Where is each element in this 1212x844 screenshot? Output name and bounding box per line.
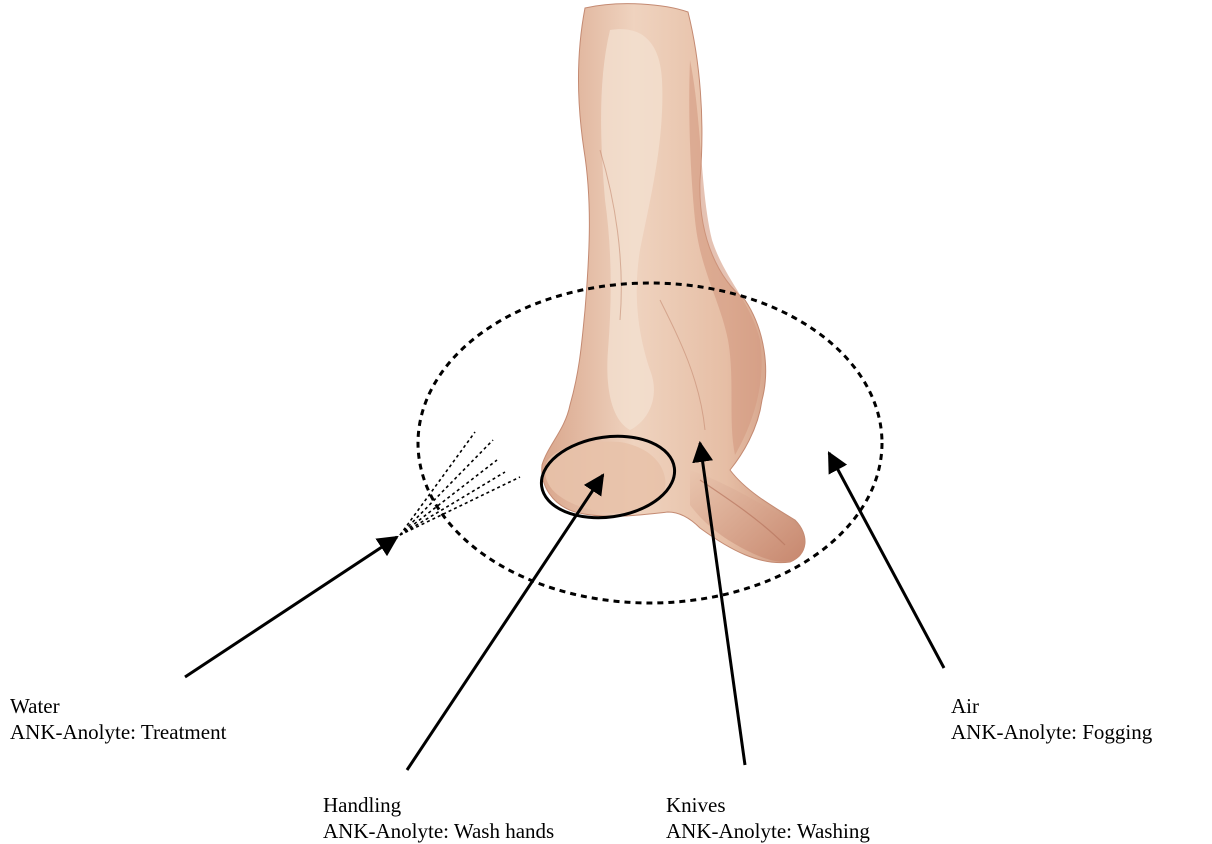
spray-line: [400, 432, 475, 535]
air-arrow: [829, 453, 944, 668]
handling-label-detail: ANK-Anolyte: Wash hands: [323, 818, 554, 844]
handling-arrow: [407, 475, 603, 770]
knives-label-detail: ANK-Anolyte: Washing: [666, 818, 870, 844]
knives-label: Knives ANK-Anolyte: Washing: [666, 792, 870, 844]
air-label-title: Air: [951, 693, 1152, 719]
water-arrow: [185, 537, 397, 677]
water-label: Water ANK-Anolyte: Treatment: [10, 693, 226, 745]
handling-label-title: Handling: [323, 792, 554, 818]
knives-label-title: Knives: [666, 792, 870, 818]
spray-line: [400, 477, 520, 535]
water-label-detail: ANK-Anolyte: Treatment: [10, 719, 226, 745]
air-label: Air ANK-Anolyte: Fogging: [951, 693, 1152, 745]
handling-label: Handling ANK-Anolyte: Wash hands: [323, 792, 554, 844]
air-label-detail: ANK-Anolyte: Fogging: [951, 719, 1152, 745]
water-label-title: Water: [10, 693, 226, 719]
